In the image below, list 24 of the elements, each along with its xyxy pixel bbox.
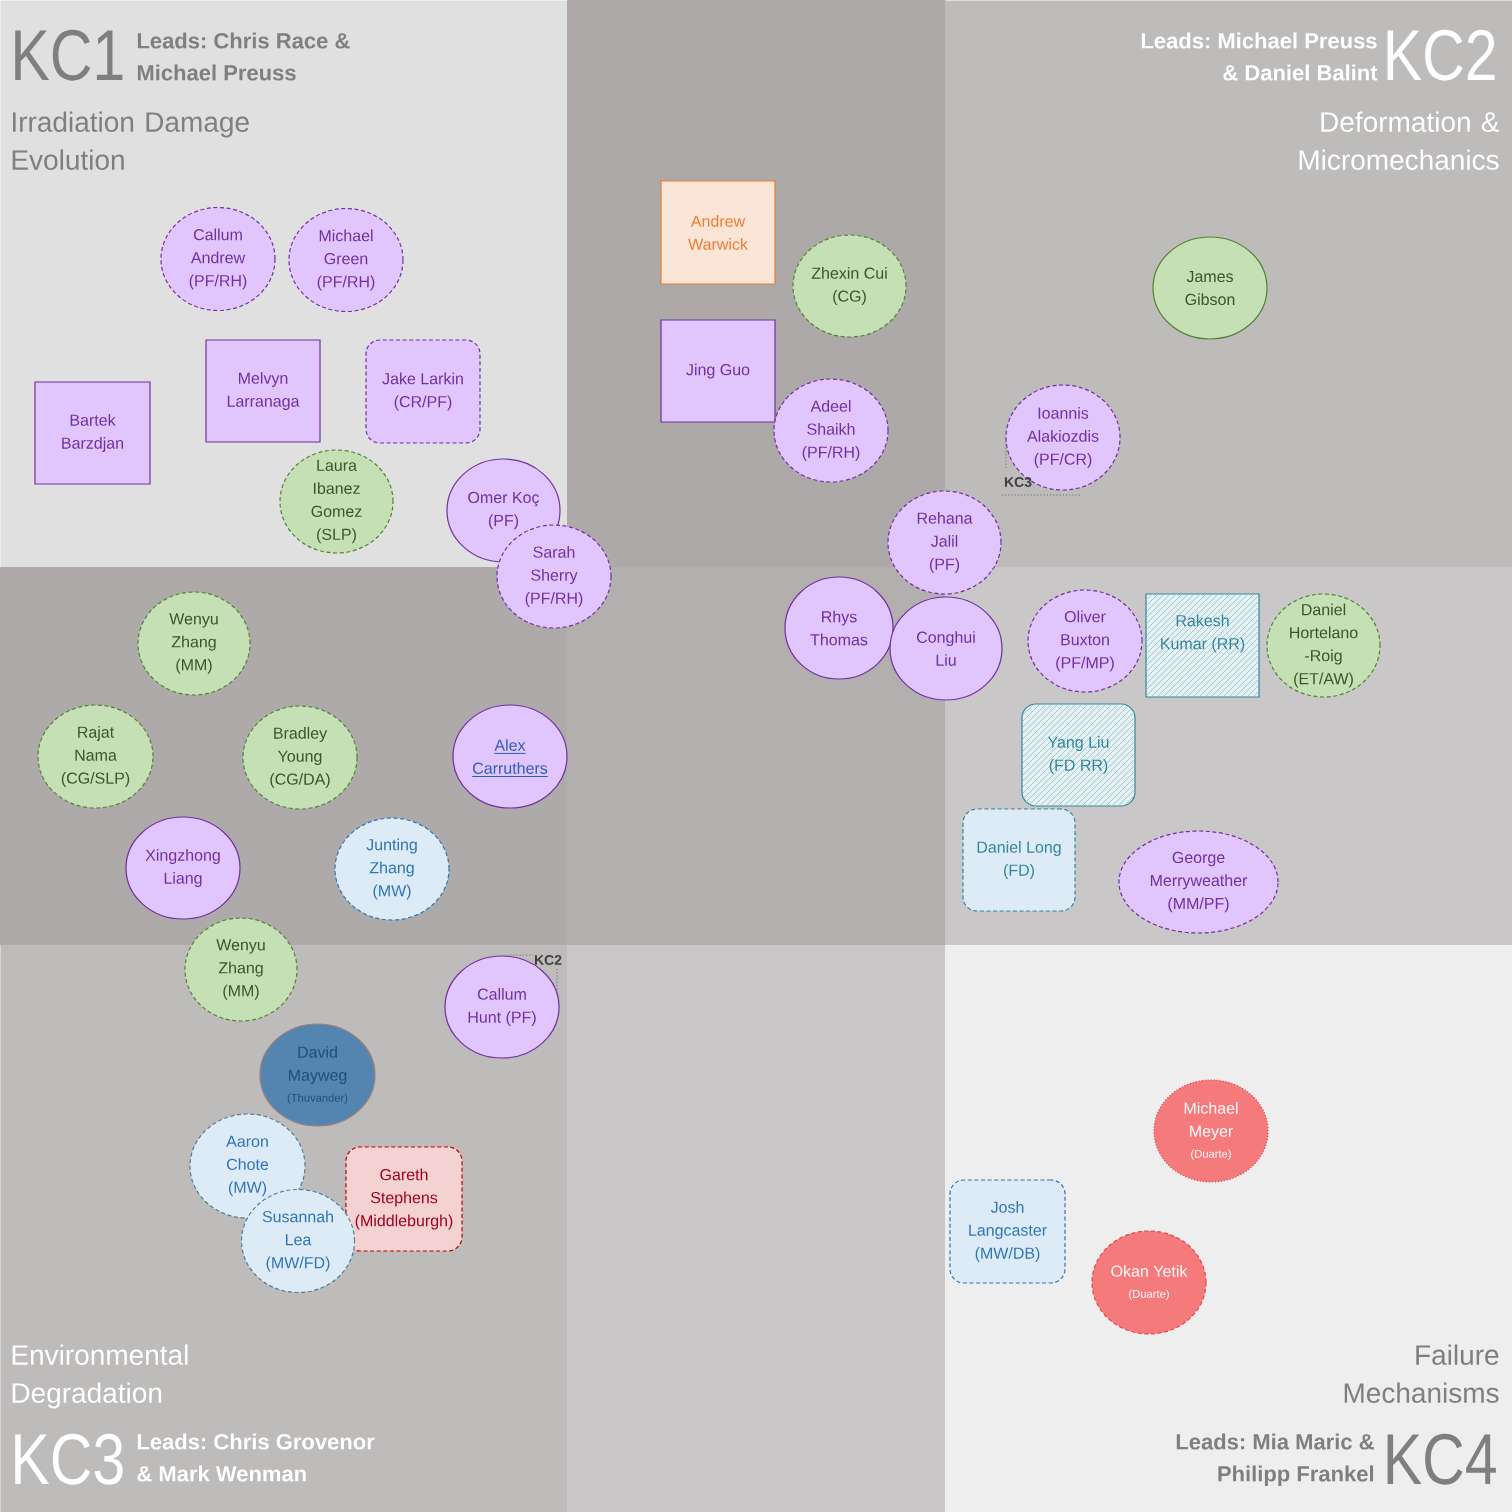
person-rounded-box: Jake Larkin (CR/PF) [365, 339, 481, 444]
leads-text: Leads: Michael Preuss & Daniel Balint [1141, 32, 1378, 81]
leads-text: Leads: Mia Maric & Philipp Frankel [1176, 1433, 1374, 1486]
topic-heading: Failure Mechanisms [1344, 1344, 1499, 1403]
person-box: Jing Guo [660, 319, 776, 423]
person-rounded-box: Gareth Stephens (Middleburgh) [345, 1146, 463, 1252]
person-rounded-box: Josh Langcaster (MW/DB) [949, 1179, 1066, 1284]
hatched-rounded-box: Yang Liu (FD RR) [1021, 703, 1136, 807]
hatched-box: Rakesh Kumar (RR) [1145, 593, 1260, 698]
region-code: KC2 [1387, 29, 1495, 81]
region-code: KC3 [15, 1433, 123, 1485]
topic-heading: Irradiation Damage Evolution [12, 111, 249, 170]
person-box: Andrew Warwick [660, 180, 776, 285]
topic-heading: Deformation & Micromechanics [1299, 111, 1500, 170]
leads-text: Leads: Chris Grovenor & Mark Wenman [137, 1433, 375, 1482]
topic-heading: Environmental Degradation [12, 1344, 188, 1409]
tag-label: KC3 [1004, 477, 1032, 487]
tag-label: KC2 [534, 955, 562, 965]
leads-text: Leads: Chris Race & Michael Preuss [137, 32, 350, 81]
region-code: KC4 [1387, 1433, 1496, 1485]
person-rounded-box: Daniel Long (FD) [962, 808, 1076, 912]
person-box: Melvyn Larranaga [205, 339, 321, 443]
person-box: Bartek Barzdjan [34, 381, 151, 485]
region-code: KC1 [15, 29, 123, 81]
